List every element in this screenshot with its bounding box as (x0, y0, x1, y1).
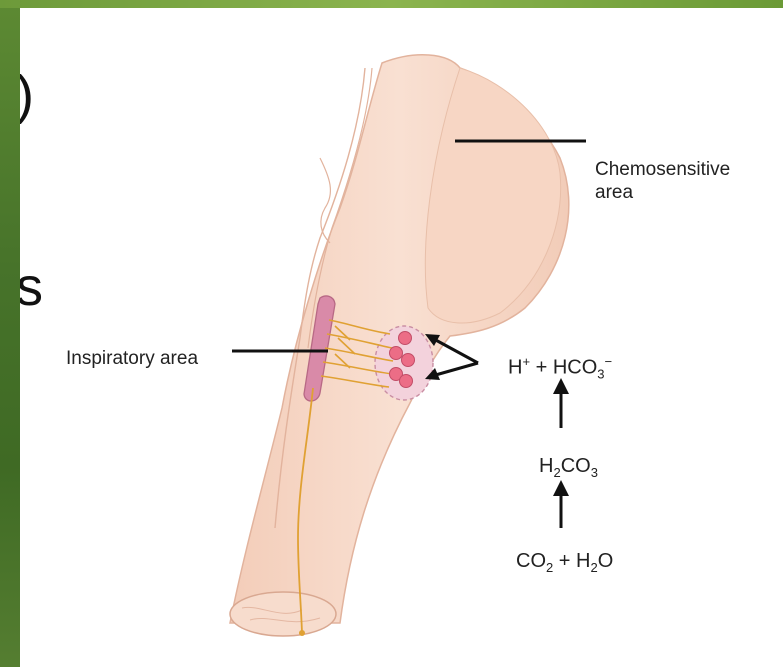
reactants-equation: CO2 + H2O (516, 550, 613, 575)
brainstem-diagram (20, 8, 783, 667)
chemosensitive-area-label: Chemosensitive (595, 158, 730, 182)
inspiratory-area-label: Inspiratory area (66, 348, 198, 370)
nerve-terminal (299, 630, 305, 636)
reaction-arrows (553, 378, 569, 528)
carbonic-acid-equation: H2CO3 (539, 455, 598, 480)
chemosensitive-area-label-line2: area (595, 182, 633, 204)
spinal-cross-section (230, 592, 336, 636)
slide-background-top (0, 0, 783, 8)
sliver-notch (320, 158, 330, 243)
ion-equation: H+ + HCO3− (508, 354, 612, 382)
slide-background-left (0, 0, 20, 667)
diagram-panel: ) s (20, 8, 783, 667)
